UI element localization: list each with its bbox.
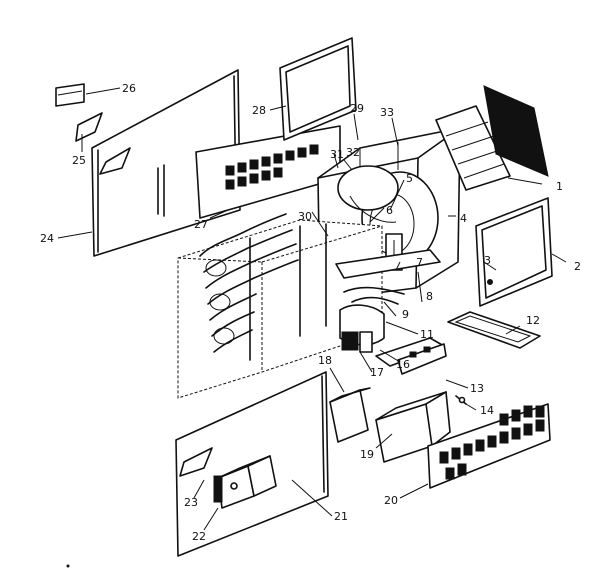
part-22-transformer	[213, 455, 277, 509]
callout-21: 21	[334, 510, 348, 523]
leader-lines	[57, 87, 567, 531]
callout-6: 6	[386, 204, 393, 217]
callout-8: 8	[426, 290, 433, 303]
callout-7: 7	[416, 256, 423, 269]
part-16-bracket-bar	[375, 337, 447, 375]
callout-25: 25	[72, 154, 86, 167]
part-26-label-plate	[55, 83, 85, 107]
callout-33: 33	[380, 106, 394, 119]
callout-11: 11	[420, 328, 434, 341]
part-25-bracket	[75, 112, 103, 142]
part-19-control-cover	[375, 391, 451, 463]
callout-3: 3	[484, 254, 491, 267]
part-17-control-assembly	[339, 304, 385, 353]
part-8-drain-pan	[335, 249, 441, 279]
part-9-tubing	[343, 286, 405, 305]
callout-12: 12	[526, 314, 540, 327]
part-2-front-panel	[475, 197, 553, 307]
callout-9: 9	[402, 308, 409, 321]
grille-slots	[225, 144, 319, 190]
part-12-filter	[447, 311, 541, 349]
callout-16: 16	[396, 358, 410, 371]
callout-31: 31	[330, 148, 344, 161]
front-grille-slots	[439, 405, 545, 480]
callout-23: 23	[184, 496, 198, 509]
part-28-top-panel	[279, 37, 357, 141]
callout-13: 13	[470, 382, 484, 395]
callout-29: 29	[350, 102, 364, 115]
part-1-louver-deflector	[435, 85, 549, 191]
callout-19: 19	[360, 448, 374, 461]
callout-30: 30	[298, 210, 312, 223]
callout-5: 5	[406, 172, 413, 185]
callout-18: 18	[318, 354, 332, 367]
callout-22: 22	[192, 530, 206, 543]
callout-labels: 26 25 24 27 28 29 33 31 32 30 5 6 1 2 3 …	[40, 82, 581, 543]
scan-speck	[66, 564, 70, 568]
callout-2: 2	[574, 260, 581, 273]
coil-fins	[199, 213, 327, 361]
callout-26: 26	[122, 82, 136, 95]
callout-4: 4	[460, 212, 467, 225]
callout-28: 28	[252, 104, 266, 117]
callout-17: 17	[370, 366, 384, 379]
callout-1: 1	[556, 180, 563, 193]
callout-20: 20	[384, 494, 398, 507]
part-14-screw	[455, 395, 467, 405]
part-20-front-grille	[427, 403, 551, 489]
callout-32: 32	[346, 146, 360, 159]
callout-24: 24	[40, 232, 54, 245]
part-18-control-box	[329, 387, 371, 443]
callout-14: 14	[480, 404, 494, 417]
callout-27: 27	[194, 218, 208, 231]
part-30-evaporator-coil	[177, 213, 383, 399]
